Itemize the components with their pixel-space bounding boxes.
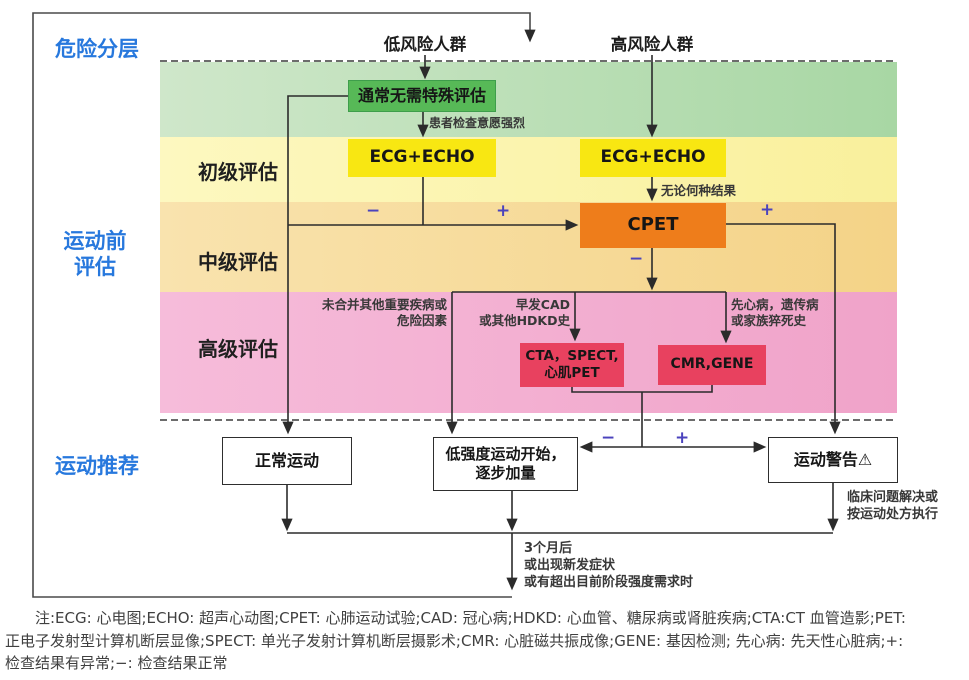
node-cmr-gene: CMR,GENE: [658, 345, 766, 385]
section-recommendation: 运动推荐: [55, 454, 139, 478]
node-cpet: CPET: [580, 203, 726, 248]
footnote-line1: 注:ECG: 心电图;ECHO: 超声心动图;CPET: 心肺运动试验;CAD:…: [35, 609, 906, 627]
node-cta-line2: 心肌PET: [544, 365, 600, 381]
section-risk-stratification: 危险分层: [55, 37, 139, 61]
edge-label-no-comorbidity: 未合并其他重要疾病或 危险因素: [321, 297, 447, 328]
footnote-line2: 正电子发射型计算机断层显像;SPECT: 单光子发射计算机断层摄影术;CMR: …: [5, 631, 904, 650]
node-ecg-echo-low: ECG+ECHO: [348, 139, 496, 177]
warning-icon: ⚠: [857, 450, 873, 469]
node-low-intensity-line1: 低强度运动开始，: [445, 445, 566, 464]
footnote-line3: 检查结果有异常;−: 检查结果正常: [5, 654, 228, 672]
sign-plus-ecg-low: +: [496, 201, 511, 221]
sign-minus-ecg-low: −: [366, 201, 381, 221]
sign-minus-cpet: −: [629, 249, 644, 269]
low-risk-population-label: 低风险人群: [383, 35, 467, 54]
band-risk-green: [160, 62, 897, 137]
node-exercise-warning: 运动警告⚠: [768, 437, 898, 483]
band-label-intermediate: 中级评估: [198, 250, 278, 274]
section-pre-exercise: 运动前 评估: [55, 228, 135, 280]
edge-label-early-cad: 早发CAD 或其他HDKD史: [479, 297, 570, 328]
edge-label-any-result: 无论何种结果: [661, 183, 737, 198]
band-label-primary: 初级评估: [198, 160, 278, 184]
section-pre-exercise-line2: 评估: [74, 255, 116, 279]
node-normal-exercise: 正常运动: [222, 437, 352, 485]
high-risk-population-label: 高风险人群: [610, 35, 694, 54]
node-low-intensity-line2: 逐步加量: [475, 464, 536, 482]
footnote: 注:ECG: 心电图;ECHO: 超声心动图;CPET: 心肺运动试验;CAD:…: [5, 607, 963, 675]
band-primary-yellow: [160, 137, 897, 202]
edge-label-followup: 3个月后 或出现新发症状 或有超出目前阶段强度需求时: [524, 541, 694, 590]
edge-label-congenital: 先心病，遗传病 或家族猝死史: [731, 297, 819, 328]
edge-label-clinical-resolved: 临床问题解决或 按运动处方执行: [847, 490, 939, 522]
sign-plus-cpet: +: [760, 200, 775, 220]
node-cta-line1: CTA，SPECT,: [525, 348, 619, 365]
node-ecg-echo-high: ECG+ECHO: [580, 139, 726, 177]
node-cta-spect-pet: CTA，SPECT, 心肌PET: [520, 343, 624, 387]
band-intermediate-orange: [160, 202, 897, 292]
band-label-advanced: 高级评估: [198, 337, 278, 361]
node-low-intensity-exercise: 低强度运动开始， 逐步加量: [433, 437, 578, 491]
node-warning-label: 运动警告: [793, 450, 858, 469]
edge-label-patient-wish: 患者检查意愿强烈: [429, 116, 526, 130]
node-no-special-evaluation: 通常无需特殊评估: [348, 80, 496, 112]
sign-minus-advanced: −: [601, 428, 616, 448]
sign-plus-advanced: +: [675, 428, 690, 448]
section-pre-exercise-line1: 运动前: [63, 229, 127, 253]
